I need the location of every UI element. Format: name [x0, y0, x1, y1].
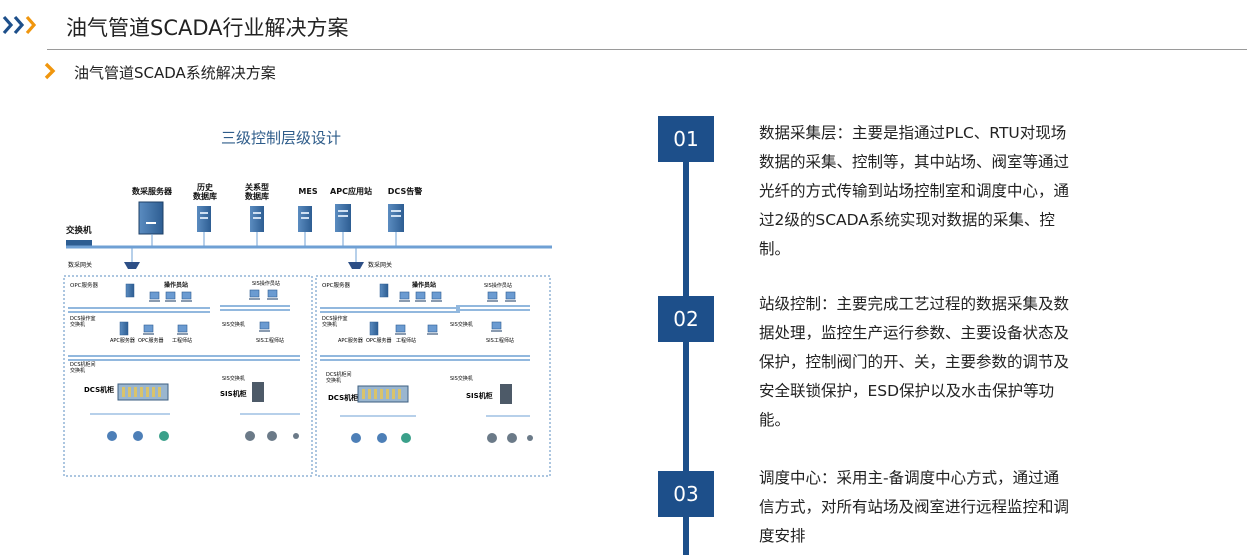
- svg-text:交换机: 交换机: [70, 367, 85, 374]
- svg-text:数据库: 数据库: [245, 191, 269, 201]
- svg-text:APC服务器: APC服务器: [110, 337, 135, 344]
- svg-text:操作员站: 操作员站: [164, 281, 188, 289]
- svg-text:OPC服务器: OPC服务器: [70, 281, 98, 289]
- svg-text:工程师站: 工程师站: [396, 337, 416, 344]
- step-desc-02: 站级控制：主要完成工艺过程的数据采集及数据处理，监控生产运行参数、主要设备状态及…: [759, 295, 1070, 429]
- server-label: 数采服务器: [132, 186, 173, 196]
- svg-text:SIS操作员站: SIS操作员站: [252, 280, 280, 287]
- step-badge-03: 03: [658, 471, 714, 517]
- svg-text:DCS告警: DCS告警: [388, 186, 422, 196]
- svg-text:DCS机柜: DCS机柜: [84, 385, 114, 394]
- step-badge-01: 01: [658, 116, 714, 162]
- svg-text:数采网关: 数采网关: [368, 261, 392, 269]
- svg-text:OPC服务器: OPC服务器: [322, 281, 350, 289]
- svg-text:SIS工程师站: SIS工程师站: [486, 337, 514, 344]
- svg-text:SIS操作员站: SIS操作员站: [484, 282, 512, 289]
- svg-text:历史: 历史: [197, 182, 214, 192]
- svg-text:DCS操作室: DCS操作室: [322, 315, 348, 322]
- svg-text:SIS机柜: SIS机柜: [220, 389, 247, 398]
- svg-text:关系型: 关系型: [245, 182, 269, 192]
- server-icons: [138, 201, 404, 235]
- svg-text:操作员站: 操作员站: [412, 281, 436, 289]
- svg-text:交换机: 交换机: [326, 377, 341, 384]
- timeline-line: [683, 160, 689, 555]
- chevron-right-icon: [44, 62, 56, 80]
- svg-text:SIS工程师站: SIS工程师站: [256, 337, 284, 344]
- svg-text:SIS机柜: SIS机柜: [466, 391, 493, 400]
- svg-text:SIS交换机: SIS交换机: [450, 375, 473, 382]
- svg-text:数采网关: 数采网关: [68, 261, 92, 269]
- svg-text:SIS交换机: SIS交换机: [222, 375, 245, 382]
- svg-text:DCS机柜间: DCS机柜间: [326, 371, 352, 378]
- svg-text:数据库: 数据库: [193, 191, 217, 201]
- diagram-title: 三级控制层级设计: [221, 129, 342, 147]
- svg-text:SIS交换机: SIS交换机: [222, 321, 245, 328]
- section-title: 油气管道SCADA系统解决方案: [74, 64, 276, 82]
- svg-text:APC服务器: APC服务器: [338, 337, 363, 344]
- step-desc-01: 数据采集层：主要是指通过PLC、RTU对现场数据的采集、控制等，其中站场、阀室等…: [759, 124, 1070, 258]
- switch-label: 交换机: [66, 225, 92, 236]
- svg-text:工程师站: 工程师站: [172, 337, 192, 344]
- header-chevrons-icon: [2, 15, 37, 35]
- data-server-icon: [138, 201, 164, 235]
- svg-text:交换机: 交换机: [322, 321, 337, 328]
- svg-text:交换机: 交换机: [70, 321, 85, 328]
- svg-text:DCS操作室: DCS操作室: [70, 315, 96, 322]
- svg-text:OPC服务器: OPC服务器: [366, 337, 391, 344]
- svg-text:DCS机柜间: DCS机柜间: [70, 361, 96, 368]
- svg-text:SIS交换机: SIS交换机: [450, 321, 473, 328]
- svg-text:DCS机柜: DCS机柜: [328, 393, 358, 402]
- header-divider: [47, 49, 1247, 50]
- step-badge-02: 02: [658, 296, 714, 342]
- page-title: 油气管道SCADA行业解决方案: [66, 16, 349, 40]
- svg-text:MES: MES: [298, 187, 317, 196]
- step-desc-03: 调度中心：采用主-备调度中心方式，通过通信方式，对所有站场及阀室进行远程监控和调…: [759, 469, 1070, 545]
- svg-text:APC应用站: APC应用站: [330, 186, 372, 196]
- svg-text:OPC服务器: OPC服务器: [138, 337, 163, 344]
